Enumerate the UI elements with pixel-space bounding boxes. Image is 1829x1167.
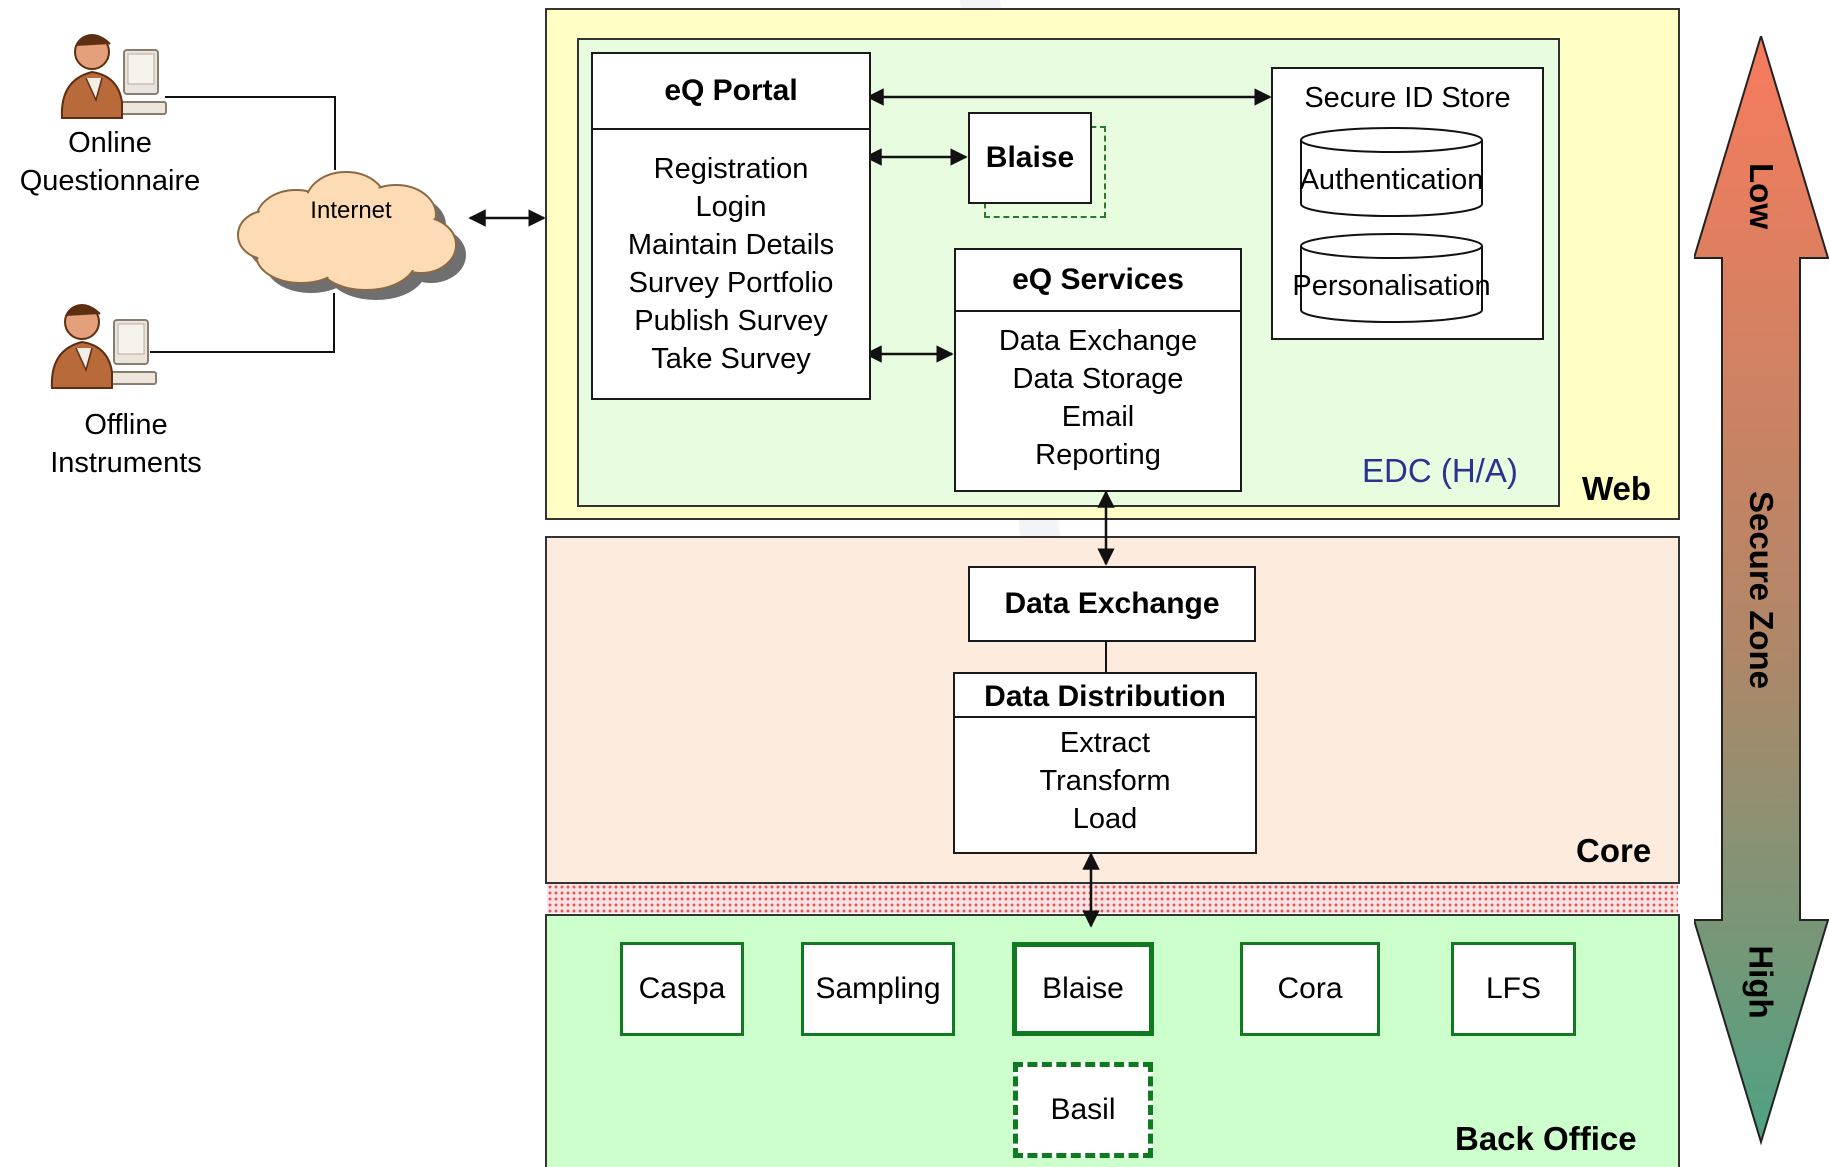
basil-box: Basil xyxy=(1013,1062,1153,1158)
cora-box: Cora xyxy=(1240,942,1380,1036)
data-exchange-box: Data Exchange xyxy=(968,566,1256,642)
data-distribution-box: Data Distribution Extract Transform Load xyxy=(953,672,1257,854)
list-item: Registration xyxy=(653,153,809,185)
blaise-web-box: Blaise xyxy=(968,112,1092,204)
internet-label: Internet xyxy=(310,197,392,224)
eq-services-box: eQ Services Data Exchange Data Storage E… xyxy=(954,248,1242,492)
eq-portal-items: Registration Login Maintain Details Surv… xyxy=(593,130,869,378)
list-item: Login xyxy=(695,191,767,223)
list-item: Extract xyxy=(1059,727,1151,759)
list-item: Load xyxy=(1072,803,1138,835)
eq-portal-box: eQ Portal Registration Login Maintain De… xyxy=(591,52,871,400)
eq-services-items: Data Exchange Data Storage Email Reporti… xyxy=(956,312,1240,474)
secure-id-store-title: Secure ID Store xyxy=(1304,81,1511,114)
eq-services-title: eQ Services xyxy=(956,250,1240,312)
data-distribution-items: Extract Transform Load xyxy=(955,718,1255,838)
list-item: Take Survey xyxy=(651,343,811,375)
internet-cloud-icon xyxy=(237,171,466,300)
list-item: Reporting xyxy=(1035,439,1161,471)
online-questionnaire-label: Online Questionnaire xyxy=(19,127,201,197)
authentication-database-icon xyxy=(1300,127,1483,218)
web-zone-label: Web xyxy=(1582,470,1652,507)
lfs-box: LFS xyxy=(1451,942,1576,1036)
secure-zone-arrow-icon xyxy=(1694,36,1829,1146)
caspa-box: Caspa xyxy=(620,942,744,1036)
offline-user-icon xyxy=(50,304,157,389)
list-item: Transform xyxy=(1039,765,1171,797)
authentication-label: Authentication xyxy=(1299,163,1484,196)
online-user-icon xyxy=(60,34,167,119)
list-item: Data Exchange xyxy=(998,325,1198,357)
core-zone-label: Core xyxy=(1576,832,1652,869)
list-item: Maintain Details xyxy=(627,229,835,261)
edc-label: EDC (H/A) xyxy=(1362,452,1518,489)
list-item: Data Storage xyxy=(1012,363,1184,395)
list-item: Email xyxy=(1061,401,1135,433)
offline-instruments-label: Offline Instruments xyxy=(50,409,202,479)
back-office-zone-label: Back Office xyxy=(1455,1120,1637,1157)
data-distribution-title: Data Distribution xyxy=(955,674,1255,718)
personalisation-label: Personalisation xyxy=(1292,269,1491,302)
eq-portal-title: eQ Portal xyxy=(593,54,869,130)
list-item: Survey Portfolio xyxy=(628,267,834,299)
list-item: Publish Survey xyxy=(634,305,828,337)
sampling-box: Sampling xyxy=(801,942,955,1036)
personalisation-database-icon xyxy=(1300,233,1483,324)
blaise-back-office-box: Blaise xyxy=(1012,942,1154,1036)
firewall-band xyxy=(547,884,1678,913)
